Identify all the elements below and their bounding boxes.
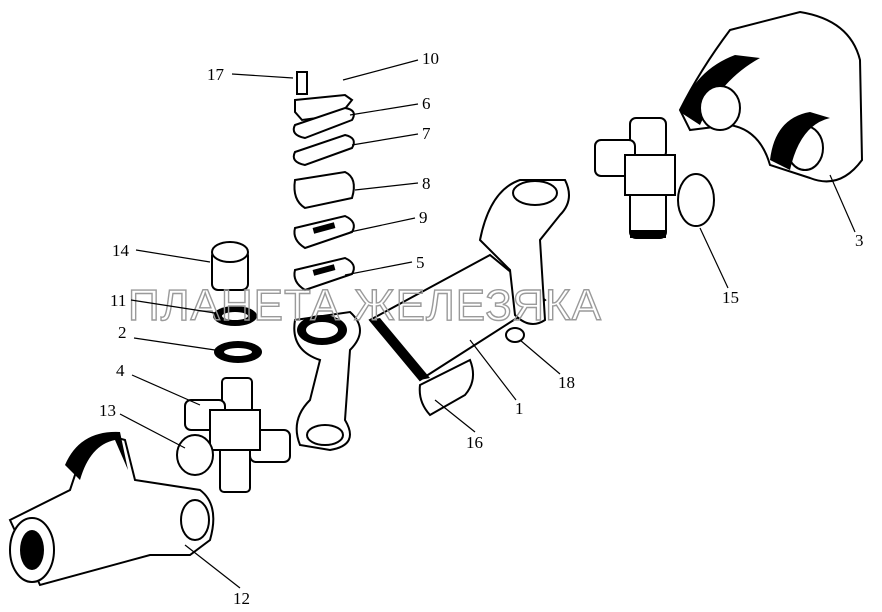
label-16: 16 bbox=[466, 433, 483, 452]
part-17-bolt bbox=[296, 71, 308, 95]
part-18-grease-fitting bbox=[505, 327, 525, 343]
part-6-gasket bbox=[292, 106, 355, 140]
leader-lines bbox=[119, 59, 856, 589]
label-7: 7 bbox=[422, 124, 431, 143]
part-1-shaft-tube bbox=[293, 179, 570, 452]
lock-plates-stack bbox=[292, 71, 355, 292]
part-8-cover bbox=[293, 170, 355, 210]
part-12-sleeve-yoke bbox=[8, 431, 215, 587]
watermark: ПЛАНЕТА ЖЕЛЕЗЯКА bbox=[128, 281, 602, 330]
label-15: 15 bbox=[722, 288, 739, 307]
label-8: 8 bbox=[422, 174, 431, 193]
label-2: 2 bbox=[118, 323, 127, 342]
label-9: 9 bbox=[419, 208, 428, 227]
label-11: 11 bbox=[110, 291, 126, 310]
part-4-cross-spider bbox=[184, 377, 291, 493]
label-18: 18 bbox=[558, 373, 575, 392]
label-1: 1 bbox=[515, 399, 524, 418]
part-9-plate bbox=[293, 214, 355, 250]
label-5: 5 bbox=[416, 253, 425, 272]
label-10: 10 bbox=[422, 49, 439, 68]
label-4: 4 bbox=[116, 361, 125, 380]
left-bearing-parts bbox=[211, 241, 262, 363]
label-14: 14 bbox=[112, 241, 130, 260]
part-15-cross-spider bbox=[594, 117, 715, 239]
callout-labels: 17 10 6 7 8 9 5 14 11 2 4 13 12 16 1 18 … bbox=[99, 49, 864, 608]
label-3: 3 bbox=[855, 231, 864, 250]
part-16-balance-plate bbox=[418, 358, 475, 417]
label-12: 12 bbox=[233, 589, 250, 608]
label-13: 13 bbox=[99, 401, 116, 420]
part-3-flange-yoke bbox=[678, 10, 864, 183]
part-13-plug bbox=[176, 434, 214, 476]
label-17: 17 bbox=[207, 65, 225, 84]
label-6: 6 bbox=[422, 94, 431, 113]
part-7-gasket bbox=[292, 133, 355, 167]
